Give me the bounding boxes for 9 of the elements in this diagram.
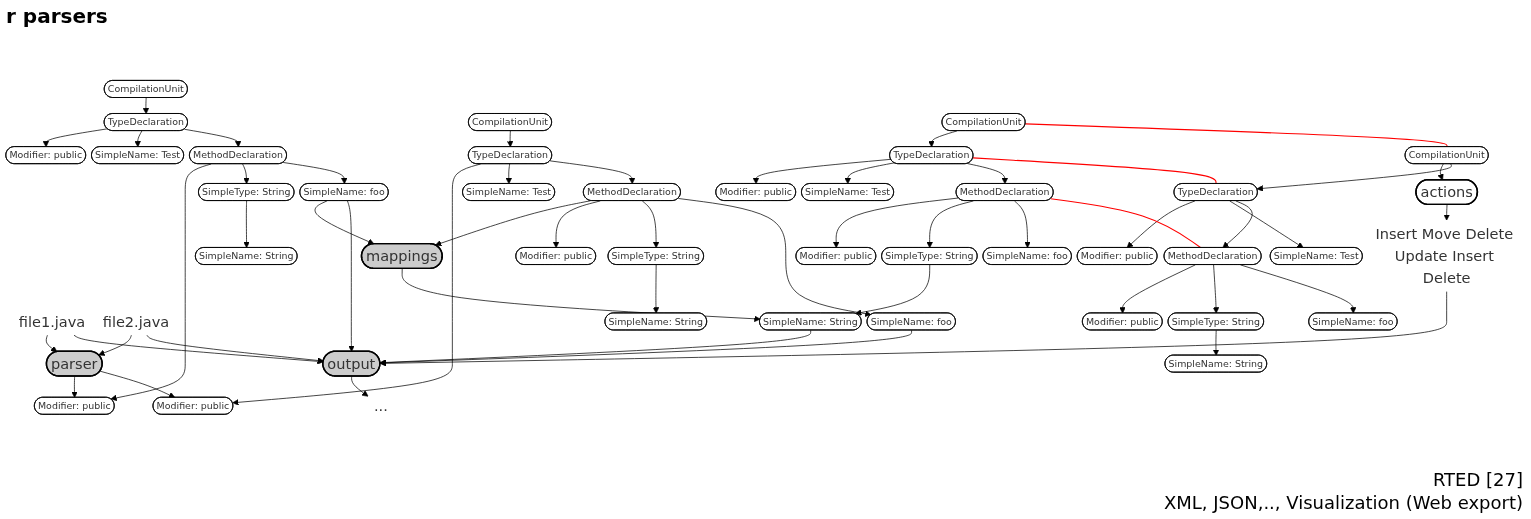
node-text: file2.java xyxy=(102,312,170,331)
node-text: file1.java xyxy=(18,312,86,331)
connector xyxy=(972,157,1217,185)
node-text: Insert Move Delete Update Insert Delete xyxy=(1375,225,1514,287)
connector xyxy=(1024,123,1448,148)
node-text: ... xyxy=(373,397,388,415)
note-text: RTED [27] xyxy=(1431,469,1523,490)
slide-title: r parsers xyxy=(6,4,108,28)
note-text: XML, JSON,.., Visualization (Web export) xyxy=(1163,492,1523,513)
